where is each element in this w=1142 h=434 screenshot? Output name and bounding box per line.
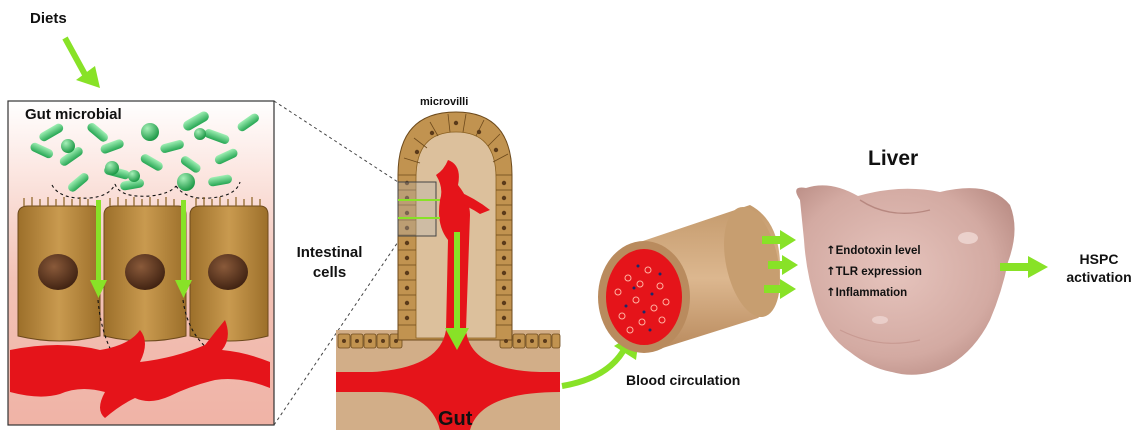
microvilli-label: microvilli bbox=[420, 96, 468, 108]
liver-label: Liver bbox=[868, 147, 918, 171]
hspc-label-line1: HSPC bbox=[1062, 250, 1136, 268]
intestinal-cells-row bbox=[18, 197, 268, 341]
up-arrow-icon: ↑ bbox=[826, 285, 836, 299]
blood-circulation-label: Blood circulation bbox=[626, 372, 740, 388]
intestinal-cells-label-line1: Intestinal bbox=[282, 243, 377, 263]
diets-arrow bbox=[65, 38, 100, 88]
intestinal-cells-label-line2: cells bbox=[282, 263, 377, 283]
gut-microbial-label: Gut microbial bbox=[25, 106, 122, 123]
liver-effect-item: ↑TLR expression bbox=[826, 261, 922, 282]
up-arrow-icon: ↑ bbox=[826, 264, 836, 278]
liver-effect-item: ↑Endotoxin level bbox=[826, 240, 922, 261]
hspc-activation-label: HSPC activation bbox=[1062, 250, 1136, 286]
gut-label: Gut bbox=[438, 408, 472, 431]
blood-vessel-tube bbox=[598, 202, 789, 353]
diets-label: Diets bbox=[30, 10, 67, 27]
gut-microbial-panel bbox=[8, 101, 274, 425]
liver-effects-list: ↑Endotoxin level ↑TLR expression ↑Inflam… bbox=[826, 240, 922, 303]
hspc-label-line2: activation bbox=[1062, 268, 1136, 286]
liver-effect-item: ↑Inflammation bbox=[826, 282, 922, 303]
intestinal-cells-label: Intestinal cells bbox=[282, 243, 377, 283]
up-arrow-icon: ↑ bbox=[826, 243, 836, 257]
